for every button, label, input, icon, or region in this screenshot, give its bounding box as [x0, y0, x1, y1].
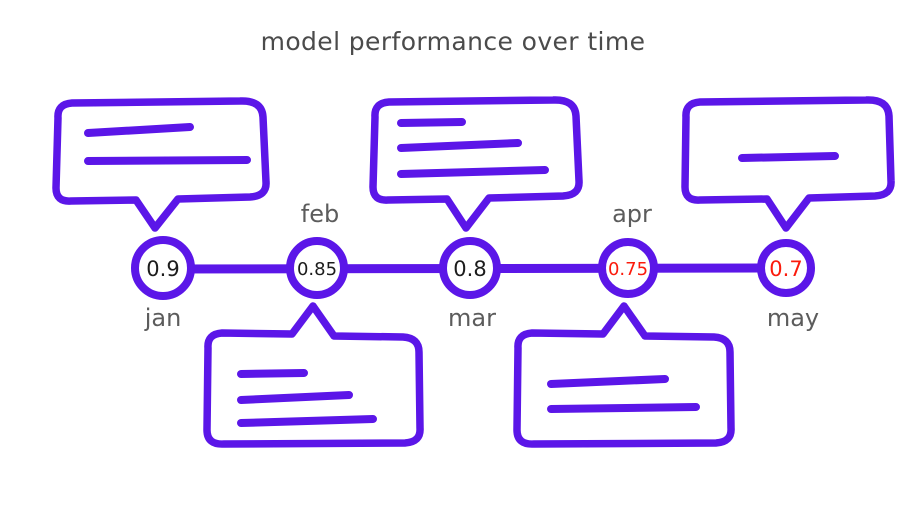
timeline-node-mar[interactable]: 0.8 mar	[439, 237, 501, 332]
callout-shape	[203, 302, 424, 448]
node-circle	[439, 237, 501, 299]
node-month-label: mar	[448, 304, 496, 332]
node-value-label: 0.7	[769, 257, 802, 281]
timeline-node-apr[interactable]: 0.75 apr	[598, 200, 658, 298]
callout-text-line	[397, 118, 466, 127]
callout-text-line	[397, 139, 522, 152]
node-circle	[757, 239, 815, 297]
node-value-label: 0.75	[608, 259, 648, 280]
callout-text-line	[237, 369, 308, 378]
callout-text-line	[738, 152, 839, 162]
callout-text-line	[84, 123, 194, 137]
callout-text-line	[547, 375, 669, 388]
node-circle	[598, 238, 658, 298]
node-month-label: feb	[301, 200, 339, 228]
node-value-label: 0.9	[146, 257, 179, 281]
node-month-label: jan	[144, 304, 182, 332]
node-value-label: 0.85	[297, 259, 337, 280]
timeline-node-may[interactable]: 0.7 may	[757, 239, 819, 332]
callout-text-line	[237, 391, 353, 404]
callout-bubble-above-may[interactable]	[681, 96, 895, 232]
callout-bubble-above-mar[interactable]	[369, 96, 583, 232]
timeline-node-jan[interactable]: 0.9 jan	[131, 236, 195, 332]
node-circle	[286, 237, 348, 299]
callout-text-line	[84, 156, 251, 165]
diagram-title: model performance over time	[261, 27, 646, 56]
node-circle	[131, 236, 195, 300]
callout-shape	[369, 96, 583, 232]
callout-text-line	[397, 166, 549, 178]
callout-bubble-above-jan[interactable]	[52, 97, 270, 232]
timeline-node-feb[interactable]: 0.85 feb	[286, 200, 348, 299]
callout-text-line	[547, 403, 700, 413]
node-month-label: may	[767, 304, 819, 332]
callout-shape	[681, 96, 895, 232]
node-month-label: apr	[612, 200, 652, 228]
callout-bubble-below-apr[interactable]	[513, 302, 735, 448]
callout-bubble-below-feb[interactable]	[203, 302, 424, 448]
node-value-label: 0.8	[453, 257, 486, 281]
callout-shape	[513, 302, 735, 448]
callout-text-line	[237, 415, 377, 427]
